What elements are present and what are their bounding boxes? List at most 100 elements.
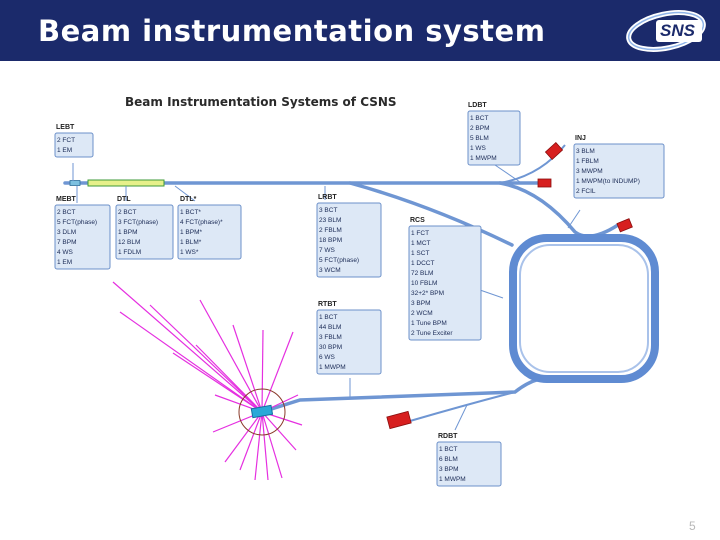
rcs-item: 1 Tune BPM — [411, 320, 447, 327]
lrbt-item: 23 BLM — [319, 217, 341, 224]
rfq-dtl-structure — [87, 179, 165, 187]
lrbt-item: 2 FBLM — [319, 227, 342, 234]
rcs-item: 1 SCT — [411, 250, 429, 257]
lrbt-item: 3 BCT — [319, 207, 337, 214]
rcs-item: 1 MCT — [411, 240, 431, 247]
rtbt-box — [316, 309, 382, 375]
lebt-box — [54, 132, 94, 158]
ldbt-item: 2 BPM — [470, 125, 490, 132]
rdbt-box — [436, 441, 502, 487]
inj-item: 3 MWPM — [576, 168, 603, 175]
spray-line — [232, 324, 263, 413]
spray-line — [261, 329, 264, 413]
spray-line — [224, 411, 263, 463]
rcs-item: 2 Tune Exciter — [411, 330, 453, 337]
dtlx-item: 4 FCT(phase)* — [180, 219, 223, 226]
dtlx-label: DTL* — [180, 196, 197, 203]
spray-line — [261, 411, 283, 479]
rdbt-arrow — [454, 404, 468, 431]
spray-line — [254, 411, 263, 481]
ldbt-item: 1 BCT — [470, 115, 488, 122]
mebt-item: 2 BCT — [57, 209, 75, 216]
lebt-section: LEBT 2 FCT 1 EM — [54, 124, 94, 158]
lrbt-item: 7 WS — [319, 247, 336, 254]
rcs-box — [408, 225, 482, 341]
rcs-item: 72 BLM — [411, 270, 433, 277]
inj-item: 2 FCIL — [576, 188, 596, 195]
rcs-item: 1 FCT — [411, 230, 429, 237]
ldbt-label: LDBT — [468, 102, 487, 109]
rcs-arrow — [479, 289, 504, 299]
rdbt-item: 6 BLM — [439, 456, 458, 463]
lebt-item: 1 EM — [57, 147, 72, 154]
dtlx-item: 1 BCT* — [180, 209, 201, 216]
spray-line — [112, 281, 263, 413]
spray-line — [119, 311, 263, 413]
inj-section: INJ 3 BLM 1 FBLM 3 MWPM 1 MWPM(to INDUMP) 2 F… — [573, 135, 665, 199]
rcs-item: 2 WCM — [411, 310, 433, 317]
lrbt-box — [316, 202, 382, 278]
rcs-item: 32+2* BPM — [411, 290, 444, 297]
rdbt-branch-line — [409, 391, 516, 422]
lrbt-line — [348, 181, 514, 247]
inj-label: INJ — [575, 135, 586, 142]
dtlx-item: 1 BPM* — [180, 229, 203, 236]
dtlx-arrow — [174, 185, 196, 202]
spray-line — [261, 331, 294, 413]
spray-line — [172, 352, 263, 413]
slide-title: Beam instrumentation system — [38, 14, 546, 48]
rtbt-item: 6 WS — [319, 354, 336, 361]
spray-line — [195, 344, 263, 413]
rdbt-dump — [386, 410, 412, 430]
lrbt-item: 18 BPM — [319, 237, 342, 244]
diagram-title: Beam Instrumentation Systems of CSNS — [125, 95, 397, 109]
mebt-label: MEBT — [56, 196, 77, 203]
dtl-item: 1 FDLM — [118, 249, 141, 256]
beam-instrumentation-diagram: Beam Instrumentation Systems of CSNS — [54, 95, 665, 487]
rtbt-label: RTBT — [318, 301, 337, 308]
mebt-item: 4 WS — [57, 249, 74, 256]
spray-line — [239, 411, 263, 471]
rtbt-item: 3 FBLM — [319, 334, 342, 341]
rcs-label: RCS — [410, 217, 425, 224]
target-station — [112, 281, 303, 481]
mebt-box — [54, 204, 111, 270]
ldbt-arrow — [494, 164, 521, 183]
inj-item: 1 FBLM — [576, 158, 599, 165]
dtl-item: 12 BLM — [118, 239, 140, 246]
ldbt-box — [467, 110, 521, 166]
title-bar: Beam instrumentation system SNS — [0, 0, 720, 61]
rtbt-item: 30 BPM — [319, 344, 342, 351]
dtl-label: DTL — [117, 196, 131, 203]
ion-source — [69, 180, 81, 186]
ldbt-item: 5 BLM — [470, 135, 489, 142]
injection-line — [498, 181, 620, 238]
lrbt-item: 3 WCM — [319, 267, 341, 274]
inj-item: 3 BLM — [576, 148, 595, 155]
dtlx-section: DTL*1 BCT*4 FCT(phase)*1 BPM*1 BLM*1 WS* — [177, 196, 242, 260]
rcs-item: 1 DCCT — [411, 260, 435, 267]
rdbt-label: RDBT — [438, 433, 458, 440]
inj-box — [573, 143, 665, 199]
linac-dump — [537, 178, 552, 188]
mebt-item: 3 DLM — [57, 229, 76, 236]
inj-arrow — [567, 209, 581, 229]
rdbt-item: 1 BCT — [439, 446, 457, 453]
spray-line — [261, 411, 297, 451]
inj-item: 1 MWPM(to INDUMP) — [576, 178, 640, 185]
ldbt-item: 1 MWPM — [470, 155, 497, 162]
ldbt-dump — [544, 142, 564, 160]
spray-line — [149, 304, 263, 413]
mebt-item: 1 EM — [57, 259, 72, 266]
lrbt-label: LRBT — [318, 194, 337, 201]
lebt-label: LEBT — [56, 124, 75, 131]
dtlx-box — [177, 204, 242, 260]
lebt-item: 2 FCT — [57, 137, 75, 144]
